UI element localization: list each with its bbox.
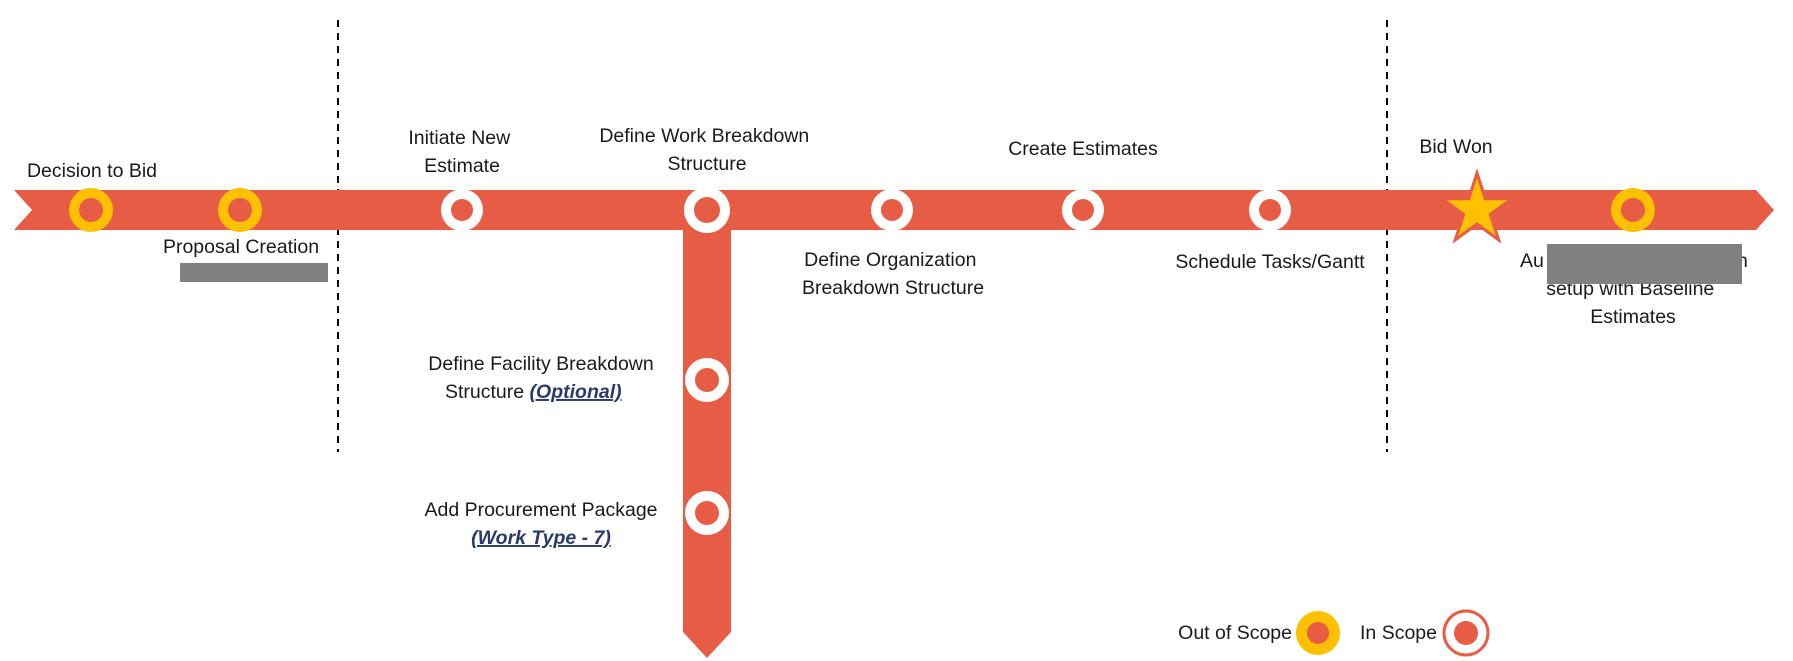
milestone-label: Proposal Creation [163,236,319,258]
milestone-define-obs-marker [871,189,913,231]
legend-out-of-scope-label: Out of Scope [1178,622,1292,644]
branch-define-fbs-marker [685,358,729,402]
branch-label: Structure (Optional) [445,381,622,403]
redaction-box [180,263,328,282]
milestone-label: Bid Won [1419,136,1492,158]
milestone-label: Au [1520,250,1544,272]
milestone-label: Initiate New Estimate [408,127,515,177]
branch-label: Add Procurement Package [424,499,657,521]
milestone-label: Create Estimates [1008,138,1158,160]
milestone-define-wbs-marker [684,187,730,233]
milestone-schedule-tasks-marker [1249,189,1291,231]
milestone-label: Define Organization Breakdown Structure [802,249,984,299]
legend: Out of Scope In Scope [1178,609,1490,657]
branch-label-emphasis: (Work Type - 7) [471,527,611,549]
branch-track [683,210,731,658]
milestone-proposal-creation-marker [218,188,262,232]
milestone-label: Define Work Breakdown Structure [599,125,814,175]
milestone-label: setup with Baseline Estimates [1546,278,1719,328]
milestone-label: Decision to Bid [27,160,157,182]
milestone-initiate-new-estimate-marker [441,189,483,231]
branch-label: Define Facility Breakdown [428,353,653,375]
legend-in-scope-icon [1442,609,1490,657]
milestone-label: h [1737,250,1748,272]
legend-out-of-scope-icon [1296,611,1340,655]
branch-add-procurement-marker [685,491,729,535]
legend-in-scope-label: In Scope [1360,622,1437,644]
milestone-label: Schedule Tasks/Gantt [1175,251,1365,273]
star-icon [1437,168,1517,244]
milestone-baseline-setup-marker [1611,188,1655,232]
redaction-box [1547,244,1742,284]
milestone-create-estimates-marker [1062,189,1104,231]
milestone-decision-to-bid-marker [69,188,113,232]
